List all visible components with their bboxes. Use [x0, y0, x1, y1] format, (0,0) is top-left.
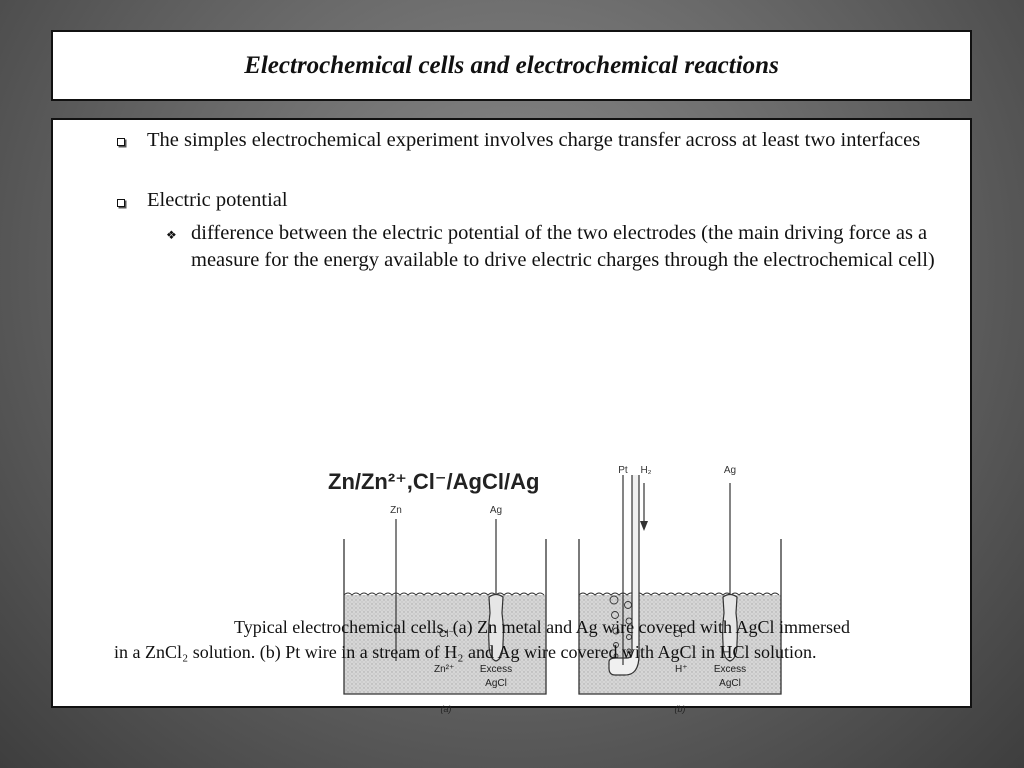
- label-zn: Zn: [390, 505, 402, 516]
- arrow-head-icon: [640, 521, 648, 531]
- label-excess-b: Excess: [714, 664, 746, 675]
- diamond-bullet-icon: ❖: [166, 228, 177, 242]
- label-zn2plus: Zn²⁺: [434, 664, 454, 675]
- label-cl-a: Cl⁻: [439, 629, 454, 640]
- bullet-charge-transfer: The simples electrochemical experiment i…: [147, 129, 921, 151]
- cell-notation-heading: Zn/Zn²⁺,Cl⁻/AgCl/Ag: [328, 469, 539, 494]
- panel-a-label: (a): [441, 704, 452, 714]
- label-ag-a: Ag: [490, 505, 502, 516]
- solution-b: [579, 595, 781, 694]
- label-agcl-a: AgCl: [485, 678, 507, 689]
- label-ag-b: Ag: [724, 465, 736, 476]
- label-h2: H₂: [640, 465, 651, 476]
- gas-bubbles: [609, 595, 633, 659]
- label-excess-a: Excess: [480, 664, 512, 675]
- h2-gas-tube: [608, 475, 640, 676]
- content-box: The simples electrochemical experiment i…: [51, 118, 972, 714]
- beaker-b: [578, 539, 782, 695]
- agcl-coated-electrode-b: [722, 593, 738, 662]
- slide-title: Electrochemical cells and electrochemica…: [244, 51, 779, 79]
- beaker-a: [343, 539, 547, 695]
- figure-caption-line-2: in a ZnCl₂ solution. (b) Pt wire in a st…: [114, 642, 817, 662]
- label-cl-b: Cl⁻: [673, 629, 688, 640]
- panel-b-label: (b): [675, 704, 686, 714]
- sub-bullet-potential-difference: difference between the electric potentia…: [191, 222, 935, 271]
- figure-caption-line-1: Typical electrochemical cells. (a) Zn me…: [234, 617, 851, 637]
- solution-a: [344, 595, 546, 694]
- title-box: Electrochemical cells and electrochemica…: [51, 30, 972, 101]
- agcl-coated-electrode-a: [488, 593, 504, 662]
- bullet-electric-potential: Electric potential: [147, 189, 288, 211]
- square-bullet-icon: [117, 199, 125, 207]
- label-agcl-b: AgCl: [719, 678, 741, 689]
- liquid-surface-a: [343, 592, 545, 596]
- cell-b: Pt H₂ Ag Cl⁻ H⁺ Excess AgCl (b): [578, 465, 782, 714]
- square-bullet-icon: [117, 138, 125, 146]
- label-hplus: H⁺: [675, 664, 688, 675]
- electrochemical-cells-figure: Zn/Zn²⁺,Cl⁻/AgCl/Ag Zn Ag Cl⁻ Zn²⁺ Exces…: [328, 465, 782, 714]
- liquid-surface-b: [578, 592, 780, 596]
- cell-a: Zn Ag Cl⁻ Zn²⁺ Excess AgCl (a): [343, 505, 547, 714]
- label-pt: Pt: [618, 465, 628, 476]
